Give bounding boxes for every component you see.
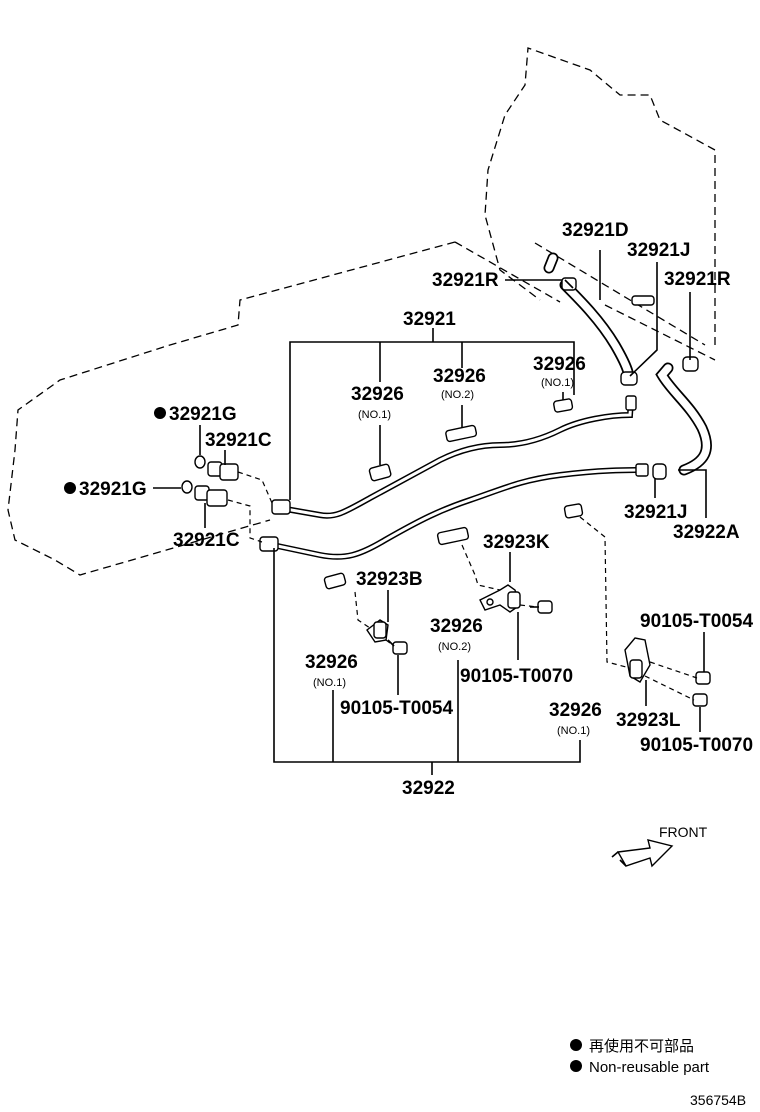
oring-32921G-bottom: [181, 480, 193, 494]
cushion-32926-b: [445, 424, 478, 443]
hose-32922A: [655, 362, 712, 476]
label-32926-c: 32926: [533, 354, 586, 375]
cushion-32926-a: [368, 463, 392, 482]
label-90105-T0070-a: 90105-T0070: [460, 666, 573, 687]
label-32926-f-sub: (NO.1): [557, 725, 590, 737]
bolt-90105-T0070-b: [692, 693, 708, 707]
label-32922A: 32922A: [673, 522, 740, 543]
union-32921C-bottom: [194, 485, 228, 507]
legend-line-2: Non-reusable part: [589, 1059, 710, 1076]
leader-lines: [153, 250, 707, 732]
bracket-32923B: [366, 619, 389, 643]
label-32923K: 32923K: [483, 532, 550, 553]
oring-32921G-top: [194, 455, 206, 469]
label-32923L: 32923L: [616, 710, 681, 731]
label-32926-a-sub: (NO.1): [358, 409, 391, 421]
label-32921C-top: 32921C: [205, 430, 272, 451]
legend-line-1: 再使用不可部品: [589, 1038, 694, 1055]
label-32921J-top: 32921J: [627, 240, 690, 261]
union-32921C-top: [207, 461, 239, 481]
legend-dot-2: [570, 1060, 582, 1072]
label-32926-b: 32926: [433, 366, 486, 387]
label-32921G-bottom: 32921G: [79, 479, 147, 500]
bolt-90105-T0054-a: [387, 639, 408, 655]
label-32922: 32922: [402, 778, 455, 799]
label-32921D: 32921D: [562, 220, 629, 241]
label-90105-T0070-b: 90105-T0070: [640, 735, 753, 756]
fitting-upper: [631, 295, 655, 306]
label-32926-d-sub: (NO.2): [438, 641, 471, 653]
label-32926-e-sub: (NO.1): [313, 677, 346, 689]
cushion-32926-d: [436, 526, 470, 546]
label-32926-b-sub: (NO.2): [441, 389, 474, 401]
nonreusable-dot-bottom: [64, 482, 76, 494]
group-bracket-32922: [273, 548, 581, 775]
label-32923B: 32923B: [356, 569, 423, 590]
cushion-32926-f: [563, 503, 584, 519]
pipe-32921: [277, 397, 634, 519]
label-32921: 32921: [403, 309, 456, 330]
bracket-32923K: [479, 584, 521, 613]
clamp-32921J-bottom: [652, 463, 667, 480]
clamp-32921R-left: [561, 277, 577, 291]
label-32921R-right: 32921R: [664, 269, 731, 290]
label-90105-T0054-a: 90105-T0054: [340, 698, 453, 719]
figure-id: 356754B: [690, 1092, 746, 1108]
union-dashes: [227, 471, 273, 543]
nonreusable-dot-top: [154, 407, 166, 419]
transmission-outline: [7, 47, 716, 576]
clamp-32921J-top: [620, 371, 638, 386]
group-bracket-32921: [289, 328, 575, 500]
label-32926-a: 32926: [351, 384, 404, 405]
bracket-32923L: [624, 637, 651, 683]
bolt-90105-T0054-b: [695, 671, 711, 685]
label-32926-f: 32926: [549, 700, 602, 721]
label-32926-e: 32926: [305, 652, 358, 673]
legend-dot-1: [570, 1039, 582, 1051]
bolt-90105-T0070-a: [530, 600, 553, 614]
label-90105-T0054-b: 90105-T0054: [640, 611, 753, 632]
label-32921G-top: 32921G: [169, 404, 237, 425]
label-32921J-bottom: 32921J: [624, 502, 687, 523]
cushion-32926-c: [553, 398, 574, 413]
hose-32921D: [543, 252, 634, 378]
label-32926-d: 32926: [430, 616, 483, 637]
label-32926-c-sub: (NO.1): [541, 377, 574, 389]
pipe-end-fittings: [259, 395, 649, 552]
legend: 再使用不可部品 Non-reusable part: [570, 1038, 710, 1076]
bracket-dashes: [354, 516, 698, 701]
label-32921C-bottom: 32921C: [173, 530, 240, 551]
front-arrow-icon: [611, 839, 674, 868]
pipe-32922: [265, 467, 648, 560]
label-front: FRONT: [659, 824, 708, 840]
cushion-32926-e: [323, 572, 347, 590]
label-32921R-left: 32921R: [432, 270, 499, 291]
part-labels: 32921D 32921J 32921R 32921R 32921 32926 …: [64, 220, 753, 840]
